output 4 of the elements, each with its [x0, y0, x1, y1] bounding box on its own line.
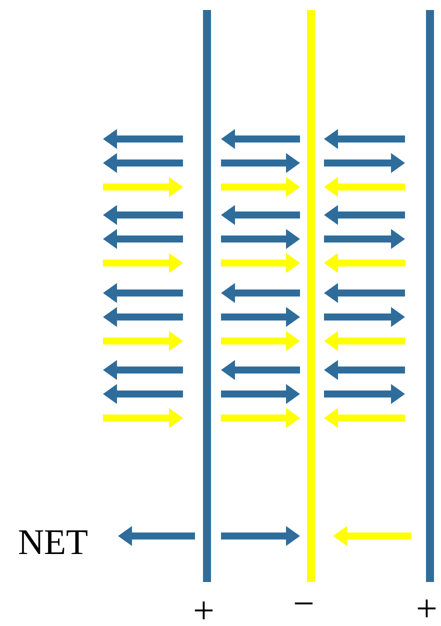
net-label: NET [18, 524, 88, 560]
charge-sign: − [293, 585, 314, 623]
charge-sign: + [193, 592, 214, 626]
charge-sign: + [416, 590, 438, 626]
